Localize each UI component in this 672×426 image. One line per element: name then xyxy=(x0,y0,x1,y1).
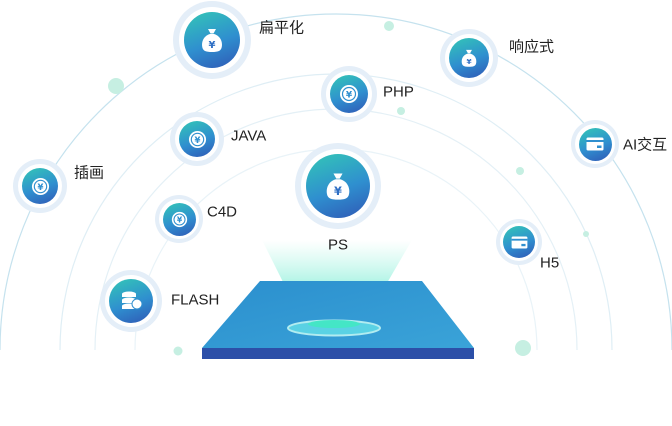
svg-text:¥: ¥ xyxy=(466,57,472,66)
card-icon xyxy=(511,235,527,249)
node-chahua[interactable]: ¥ xyxy=(13,159,67,213)
svg-text:¥: ¥ xyxy=(37,182,43,192)
node-bianpinghua[interactable]: ¥ xyxy=(173,1,251,79)
yen-coin-icon: ¥ xyxy=(171,211,187,227)
decor-dot xyxy=(397,107,405,115)
platform-top xyxy=(202,281,474,348)
decor-dot xyxy=(108,78,124,94)
label-flash: FLASH xyxy=(171,291,220,309)
label-php: PHP xyxy=(383,83,414,101)
decor-dot xyxy=(515,340,531,356)
svg-text:¥: ¥ xyxy=(334,184,342,198)
label-java: JAVA xyxy=(231,127,267,145)
platform-glow-core xyxy=(308,320,360,328)
yen-coin-icon: ¥ xyxy=(188,130,206,148)
node-flash[interactable] xyxy=(100,270,162,332)
money-bag-icon: ¥ xyxy=(326,173,350,200)
yen-coin-icon: ¥ xyxy=(31,177,49,195)
decor-dot xyxy=(583,231,589,237)
node-php[interactable]: ¥ xyxy=(321,66,377,122)
platform-side xyxy=(202,348,474,359)
node-xiangyingshi[interactable]: ¥ xyxy=(440,29,498,87)
yen-coin-icon: ¥ xyxy=(340,85,358,103)
node-ps[interactable]: ¥ xyxy=(295,143,381,229)
label-bianpinghua: 扁平化 xyxy=(259,19,305,37)
label-ai-interaction: AI交互 xyxy=(623,136,668,154)
decor-dot xyxy=(173,346,183,356)
label-chahua: 插画 xyxy=(74,164,105,182)
node-java[interactable]: ¥ xyxy=(170,112,224,166)
money-bag-icon: ¥ xyxy=(202,29,222,52)
svg-text:¥: ¥ xyxy=(346,91,353,101)
label-c4d: C4D xyxy=(207,203,238,221)
label-ps: PS xyxy=(327,236,349,254)
svg-text:¥: ¥ xyxy=(176,215,182,224)
node-c4d[interactable]: ¥ xyxy=(155,195,203,243)
svg-text:¥: ¥ xyxy=(209,40,216,51)
decor-dot xyxy=(516,167,524,175)
decor-dot xyxy=(384,21,394,31)
label-h5: H5 xyxy=(540,254,560,272)
money-bag-icon: ¥ xyxy=(461,49,477,67)
card-icon xyxy=(586,137,604,151)
node-h5[interactable] xyxy=(496,219,542,265)
coin-stack-icon xyxy=(122,291,143,310)
label-xiangyingshi: 响应式 xyxy=(509,38,555,56)
svg-text:¥: ¥ xyxy=(194,135,200,145)
node-ai-interaction[interactable] xyxy=(571,120,619,168)
